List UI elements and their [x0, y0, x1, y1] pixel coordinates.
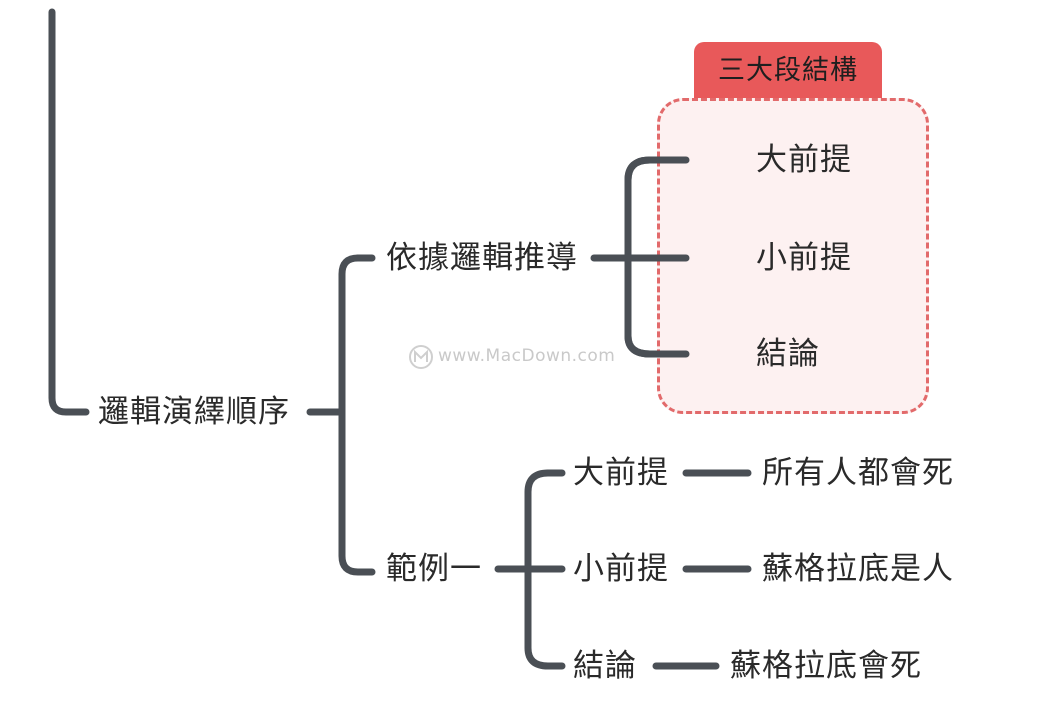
example-label-conclusion: 結論 [573, 648, 637, 684]
logic-item-conclusion: 結論 [756, 336, 820, 372]
group-tag: 三大段結構 [694, 42, 882, 100]
logic-item-major-premise: 大前提 [756, 142, 852, 178]
example-label-minor: 小前提 [573, 551, 669, 587]
watermark-logo-icon [409, 345, 433, 369]
root-node: 邏輯演繹順序 [98, 394, 290, 430]
example-value-minor: 蘇格拉底是人 [762, 551, 954, 587]
three-part-group-box [657, 98, 929, 414]
watermark-text: www.MacDown.com [438, 346, 616, 366]
logic-item-minor-premise: 小前提 [756, 240, 852, 276]
branch-logic-node: 依據邏輯推導 [386, 240, 578, 276]
trunk-line [48, 8, 90, 416]
logic-bracket-overlay [624, 156, 690, 358]
example-value-major: 所有人都會死 [762, 455, 954, 491]
example-label-major: 大前提 [573, 455, 669, 491]
root-split-bracket [338, 254, 376, 576]
example-value-conclusion: 蘇格拉底會死 [730, 648, 922, 684]
branch-example-node: 範例一 [386, 551, 482, 587]
example-bracket [524, 469, 566, 670]
